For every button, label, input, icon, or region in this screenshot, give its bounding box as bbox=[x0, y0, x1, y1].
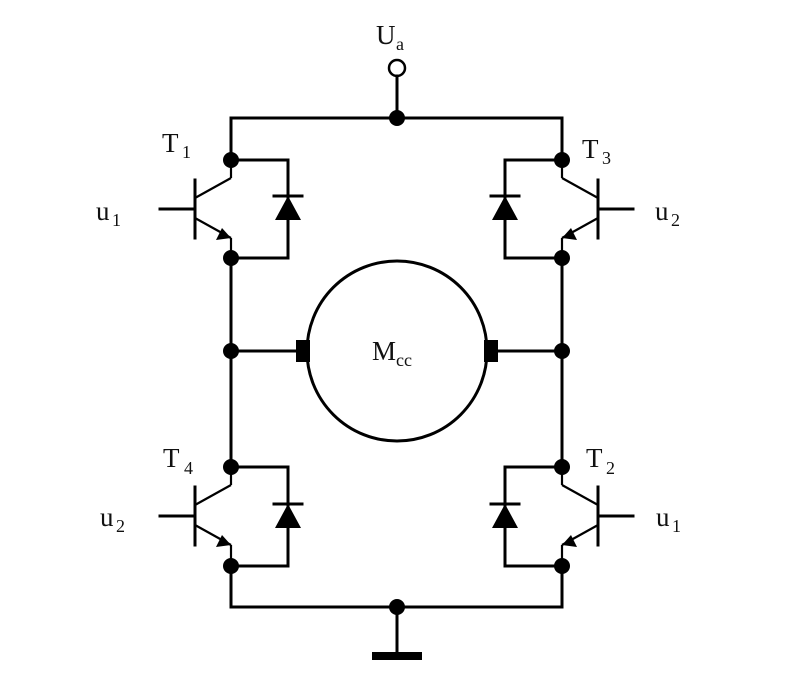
dc-motor: M cc bbox=[229, 259, 564, 443]
transistor-t4: T 4 u 2 bbox=[100, 443, 304, 574]
input-label-t3: u bbox=[655, 196, 669, 226]
transistor-t3: T 3 u 2 bbox=[489, 134, 680, 266]
input-label-t4: u bbox=[100, 502, 114, 532]
diode-t1 bbox=[275, 196, 301, 220]
input-label-t2: u bbox=[656, 502, 670, 532]
diode-t4 bbox=[275, 504, 301, 528]
diode-t2 bbox=[492, 504, 518, 528]
motor-label: M bbox=[372, 336, 396, 366]
junction-right-middle bbox=[554, 343, 570, 359]
junction-left-middle bbox=[223, 343, 239, 359]
input-label-t1-subscript: 1 bbox=[112, 210, 121, 230]
input-label-t1: u bbox=[96, 196, 110, 226]
label-t1: T bbox=[162, 128, 179, 158]
label-t1-subscript: 1 bbox=[182, 142, 191, 162]
motor-brush-right bbox=[484, 340, 498, 362]
label-t3: T bbox=[582, 134, 599, 164]
transistor-t2: T 2 u 1 bbox=[489, 443, 681, 574]
ground-symbol bbox=[372, 605, 422, 660]
input-label-t3-subscript: 2 bbox=[671, 210, 680, 230]
label-t2-subscript: 2 bbox=[606, 458, 615, 478]
junction-top-center bbox=[389, 110, 405, 126]
input-label-t2-subscript: 1 bbox=[672, 516, 681, 536]
label-t3-subscript: 3 bbox=[602, 148, 611, 168]
transistor-t1: T 1 u 1 bbox=[96, 128, 304, 266]
label-t4-subscript: 4 bbox=[184, 458, 193, 478]
supply-label: U bbox=[376, 20, 396, 50]
label-t2: T bbox=[586, 443, 603, 473]
supply-label-subscript: a bbox=[396, 34, 404, 54]
label-t4: T bbox=[163, 443, 180, 473]
supply-terminal: U a bbox=[376, 20, 407, 120]
motor-brush-left bbox=[296, 340, 310, 362]
input-label-t4-subscript: 2 bbox=[116, 516, 125, 536]
diode-t3 bbox=[492, 196, 518, 220]
motor-label-subscript: cc bbox=[396, 350, 412, 370]
